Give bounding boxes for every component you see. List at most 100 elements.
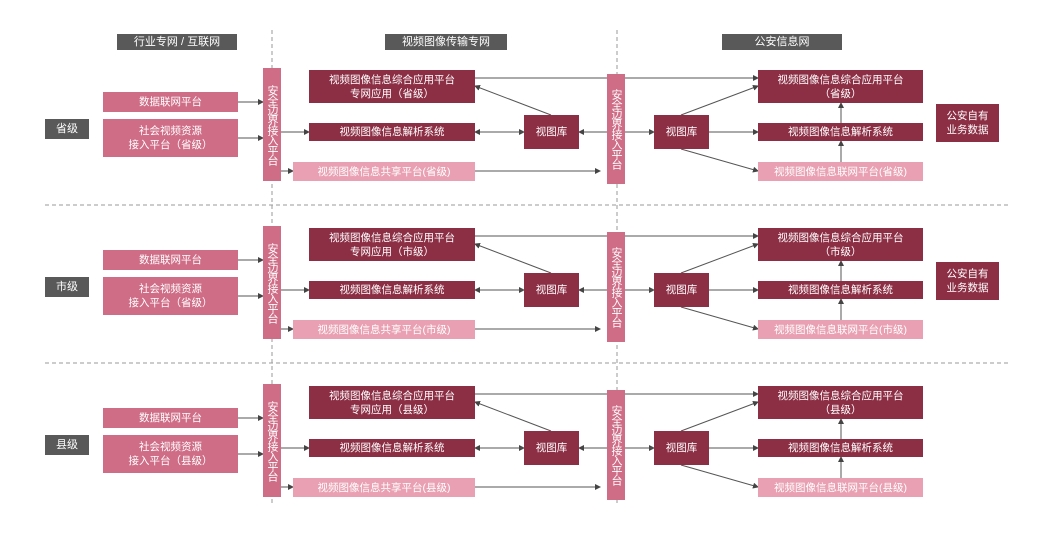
integrated-app-platform-line-1: 视频图像信息综合应用平台 [329, 73, 455, 86]
image-sharing-platform: 视频图像信息共享平台(市级) [293, 320, 475, 339]
view-library-2-line-1: 视图库 [665, 126, 698, 138]
data-network-platform-line-1: 数据联网平台 [139, 254, 202, 266]
data-network-platform: 数据联网平台 [103, 92, 238, 112]
ps-video-link-platform-line-1: 视频图像信息联网平台(县级) [774, 481, 907, 494]
integrated-app-platform-line-2: 专网应用（省级） [350, 87, 434, 100]
image-parsing-system: 视频图像信息解析系统 [309, 123, 475, 141]
ps-image-parsing-system-line-1: 视频图像信息解析系统 [788, 284, 893, 296]
view-library-line-1: 视图库 [535, 442, 568, 454]
ps-integrated-app-platform-line-2: （市级） [819, 245, 862, 258]
security-border-platform-2: 安全边界接入平台 [607, 390, 625, 500]
level-label: 县级 [45, 435, 89, 455]
security-border-platform: 安全边界接入平台 [263, 68, 281, 181]
public-security-own-data-line-2: 业务数据 [946, 124, 989, 136]
data-network-platform: 数据联网平台 [103, 250, 238, 270]
ps-integrated-app-platform-line-1: 视频图像信息综合应用平台 [777, 389, 904, 402]
ps-video-link-platform-line-1: 视频图像信息联网平台(省级) [774, 165, 907, 178]
connector [680, 242, 759, 274]
connector [680, 400, 759, 432]
connector [474, 84, 552, 116]
view-library-2-line-1: 视图库 [665, 442, 698, 454]
ps-video-link-platform-line-1: 视频图像信息联网平台(市级) [774, 323, 907, 336]
view-library-line-1: 视图库 [535, 284, 568, 296]
image-sharing-platform: 视频图像信息共享平台(省级) [293, 162, 475, 181]
view-library-2: 视图库 [654, 431, 709, 465]
header-right: 公安信息网 [722, 34, 842, 50]
view-library-2: 视图库 [654, 273, 709, 307]
ps-image-parsing-system: 视频图像信息解析系统 [758, 123, 923, 141]
social-video-access-platform-line-1: 社会视频资源 [139, 125, 202, 137]
header-left: 行业专网 / 互联网 [117, 34, 237, 50]
data-network-platform: 数据联网平台 [103, 408, 238, 428]
security-border-platform-line-1: 安全边界接入平台 [266, 242, 278, 323]
ps-image-parsing-system: 视频图像信息解析系统 [758, 281, 923, 299]
ps-image-parsing-system-line-1: 视频图像信息解析系统 [788, 126, 893, 138]
image-parsing-system: 视频图像信息解析系统 [309, 439, 475, 457]
integrated-app-platform-line-1: 视频图像信息综合应用平台 [329, 231, 455, 244]
ps-image-parsing-system: 视频图像信息解析系统 [758, 439, 923, 457]
public-security-own-data-line-1: 公安自有 [946, 268, 989, 280]
level-label: 省级 [45, 119, 89, 139]
ps-integrated-app-platform-line-2: （省级） [819, 87, 862, 100]
data-network-platform-line-1: 数据联网平台 [139, 96, 202, 108]
image-parsing-system-line-1: 视频图像信息解析系统 [339, 442, 445, 454]
integrated-app-platform: 视频图像信息综合应用平台专网应用（省级） [309, 70, 475, 103]
ps-integrated-app-platform-line-2: （县级） [819, 403, 862, 416]
connector [474, 400, 552, 432]
integrated-app-platform-line-2: 专网应用（县级） [350, 403, 434, 416]
image-parsing-system-line-1: 视频图像信息解析系统 [339, 284, 445, 296]
public-security-own-data-line-1: 公安自有 [946, 110, 989, 122]
ps-video-link-platform: 视频图像信息联网平台(市级) [758, 320, 923, 339]
connector [680, 84, 759, 116]
connector [680, 148, 759, 173]
public-security-own-data: 公安自有业务数据 [936, 262, 999, 300]
integrated-app-platform-line-1: 视频图像信息综合应用平台 [329, 389, 455, 402]
integrated-app-platform: 视频图像信息综合应用平台专网应用（市级） [309, 228, 475, 261]
public-security-own-data-line-2: 业务数据 [946, 282, 989, 294]
security-border-platform-line-1: 安全边界接入平台 [266, 84, 278, 165]
ps-video-link-platform: 视频图像信息联网平台(省级) [758, 162, 923, 181]
security-border-platform-2-line-1: 安全边界接入平台 [610, 89, 622, 169]
image-sharing-platform-line-1: 视频图像信息共享平台(省级) [317, 165, 451, 178]
social-video-access-platform-line-2: 接入平台（省级） [128, 297, 213, 309]
ps-integrated-app-platform: 视频图像信息综合应用平台（市级） [758, 228, 923, 261]
ps-video-link-platform: 视频图像信息联网平台(县级) [758, 478, 923, 497]
image-sharing-platform-line-1: 视频图像信息共享平台(县级) [317, 481, 451, 494]
social-video-access-platform: 社会视频资源接入平台（省级） [103, 277, 238, 315]
view-library: 视图库 [524, 431, 579, 465]
security-border-platform-line-1: 安全边界接入平台 [266, 400, 278, 481]
ps-image-parsing-system-line-1: 视频图像信息解析系统 [788, 442, 893, 454]
security-border-platform: 安全边界接入平台 [263, 226, 281, 339]
security-border-platform-2: 安全边界接入平台 [607, 74, 625, 184]
social-video-access-platform-line-2: 接入平台（省级） [128, 139, 213, 151]
ps-integrated-app-platform: 视频图像信息综合应用平台（省级） [758, 70, 923, 103]
social-video-access-platform-line-1: 社会视频资源 [139, 441, 202, 453]
security-border-platform-2-line-1: 安全边界接入平台 [610, 247, 622, 327]
connector [680, 306, 759, 331]
connector [680, 464, 759, 489]
view-library-2-line-1: 视图库 [665, 284, 698, 296]
view-library: 视图库 [524, 273, 579, 307]
ps-integrated-app-platform: 视频图像信息综合应用平台（县级） [758, 386, 923, 419]
view-library-2: 视图库 [654, 115, 709, 149]
connector [474, 242, 552, 274]
security-border-platform-2-line-1: 安全边界接入平台 [610, 405, 622, 485]
public-security-own-data: 公安自有业务数据 [936, 104, 999, 142]
image-sharing-platform: 视频图像信息共享平台(县级) [293, 478, 475, 497]
social-video-access-platform-line-2: 接入平台（县级） [128, 455, 213, 467]
security-border-platform: 安全边界接入平台 [263, 384, 281, 497]
social-video-access-platform: 社会视频资源接入平台（省级） [103, 119, 238, 157]
ps-integrated-app-platform-line-1: 视频图像信息综合应用平台 [777, 73, 904, 86]
data-network-platform-line-1: 数据联网平台 [139, 412, 202, 424]
level-label: 市级 [45, 277, 89, 297]
integrated-app-platform: 视频图像信息综合应用平台专网应用（县级） [309, 386, 475, 419]
social-video-access-platform: 社会视频资源接入平台（县级） [103, 435, 238, 473]
header-middle: 视频图像传输专网 [385, 34, 507, 50]
image-sharing-platform-line-1: 视频图像信息共享平台(市级) [317, 323, 451, 336]
integrated-app-platform-line-2: 专网应用（市级） [350, 245, 434, 258]
image-parsing-system-line-1: 视频图像信息解析系统 [339, 126, 445, 138]
view-library-line-1: 视图库 [535, 126, 568, 138]
view-library: 视图库 [524, 115, 579, 149]
security-border-platform-2: 安全边界接入平台 [607, 232, 625, 342]
